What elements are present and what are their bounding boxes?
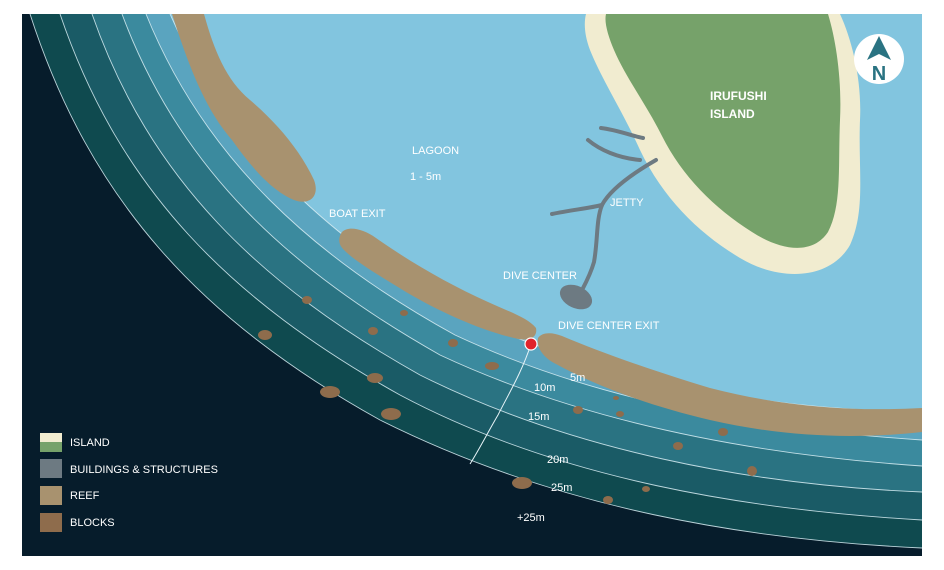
jetty-structure [550,126,658,296]
depth-label-10m: 10m [534,382,555,394]
depth-label-25plus: +25m [517,512,545,524]
legend-item-structures: BUILDINGS & STRUCTURES [40,459,218,478]
map-legend: ISLAND BUILDINGS & STRUCTURES REEF BLOCK… [40,433,218,532]
lagoon-depth-label: 1 - 5m [410,171,441,183]
legend-item-reef: REEF [40,486,100,505]
block [368,327,378,335]
lagoon-label: LAGOON [412,145,459,157]
depth-label-5m: 5m [570,372,585,384]
depth-label-15m: 15m [528,411,549,423]
dive-center-exit-label: DIVE CENTER EXIT [558,320,660,332]
blocks [258,296,757,504]
block [367,373,383,383]
dive-center-exit-marker [524,337,538,351]
reef-central [339,228,537,340]
reef-swatch-icon [40,486,62,505]
block [400,310,408,316]
block [603,496,613,504]
block [512,477,532,489]
legend-label-blocks: BLOCKS [70,517,115,529]
reef-north [172,14,316,202]
structure-swatch-icon [40,459,62,478]
island-swatch-icon [40,433,62,442]
reef-east [537,333,922,436]
island-vegetation [605,14,841,248]
block [448,339,458,347]
legend-label-reef: REEF [70,490,100,502]
compass-letter: N [872,63,886,85]
block [747,466,757,476]
island-name-line1: IRUFUSHI [710,89,767,103]
block-swatch-icon [40,513,62,532]
legend-item-island: ISLAND [40,433,110,452]
block [381,408,401,420]
jetty-label: JETTY [610,197,644,209]
island-swatch-green [40,442,62,452]
legend-label-island: ISLAND [70,437,110,449]
dive-center-building [559,284,593,310]
block [485,362,499,370]
north-arrow-icon: N [854,34,904,85]
block [302,296,312,304]
block [320,386,340,398]
block [573,406,583,414]
block [718,428,728,436]
depth-label-25m: 25m [551,482,572,494]
block [258,330,272,340]
dive-center-label: DIVE CENTER [503,270,577,282]
island-name-line2: ISLAND [710,107,755,121]
depth-label-20m: 20m [547,454,568,466]
block [673,442,683,450]
dive-trail [469,343,532,465]
block [616,411,624,417]
boat-exit-label: BOAT EXIT [329,208,386,220]
legend-label-structures: BUILDINGS & STRUCTURES [70,464,218,476]
block [642,486,650,492]
block [613,396,619,400]
legend-item-blocks: BLOCKS [40,513,115,532]
